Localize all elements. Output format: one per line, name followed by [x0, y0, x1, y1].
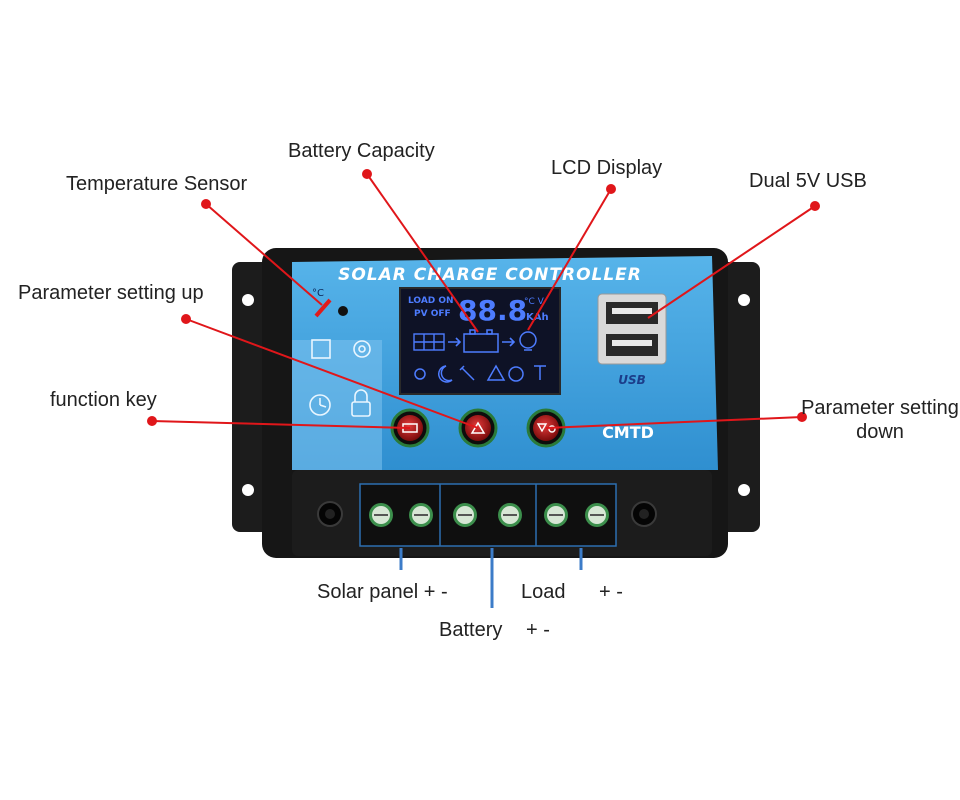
wrench-icon [459, 365, 475, 381]
callout-temperature-sensor [201, 199, 323, 306]
callout-function-key [147, 416, 411, 429]
moon-icon [438, 365, 453, 383]
lcd-unit-kah: KAh [526, 312, 549, 323]
device-title: SOLAR CHARGE CONTROLLER [338, 265, 642, 285]
lcd-load-on: LOAD ON [408, 296, 454, 306]
terminal-block [359, 483, 617, 547]
label-parameter-down: Parameter setting down [801, 397, 959, 443]
solar-panel-icon [413, 333, 445, 351]
lcd-digits: 88.8 [458, 294, 527, 327]
callout-parameter-up [181, 314, 479, 429]
terminal-screws [369, 503, 609, 527]
lamp-icon [534, 365, 546, 380]
label-dual-usb: Dual 5V USB [749, 170, 867, 192]
lock-icon [351, 401, 371, 417]
label-parameter-up: Parameter setting up [18, 282, 204, 304]
usb-ports: USB [597, 293, 667, 387]
panel-icons [309, 339, 371, 417]
clock-small-icon [508, 366, 524, 382]
label-battery: Battery [439, 619, 503, 641]
callout-lcd-display [527, 184, 616, 331]
lcd-unit-temp: °C V [524, 297, 545, 307]
label-battery-sign: + - [526, 619, 550, 641]
label-load: Load [521, 581, 566, 603]
lcd-display: LOAD ON PV OFF 88.8 °C V KAh [399, 287, 561, 395]
usb-logo: USB [618, 373, 646, 387]
panel-square-icon [311, 339, 331, 359]
sun-icon [414, 368, 426, 380]
callout-dual-usb [647, 201, 820, 319]
label-load-sign: + - [599, 581, 623, 603]
temperature-sensor: °C [312, 288, 348, 318]
terminal-leaders [399, 548, 583, 608]
svg-text:°C: °C [312, 288, 324, 299]
warning-icon [486, 364, 506, 381]
battery-icon [463, 329, 499, 353]
label-battery-capacity: Battery Capacity [288, 140, 435, 162]
label-function-key: function key [50, 389, 157, 411]
label-lcd-display: LCD Display [551, 157, 663, 179]
callout-parameter-down [545, 412, 807, 429]
callout-battery-capacity [362, 169, 479, 333]
bulb-icon [519, 331, 537, 351]
label-temperature-sensor: Temperature Sensor [66, 173, 248, 195]
settings-gear-icon [353, 340, 371, 358]
callout-lines [147, 169, 820, 429]
clock-icon [309, 394, 331, 416]
lcd-pv-off: PV OFF [414, 309, 451, 319]
label-solar-panel: Solar panel + - [317, 581, 448, 603]
brand-name: CMTD [602, 423, 654, 442]
